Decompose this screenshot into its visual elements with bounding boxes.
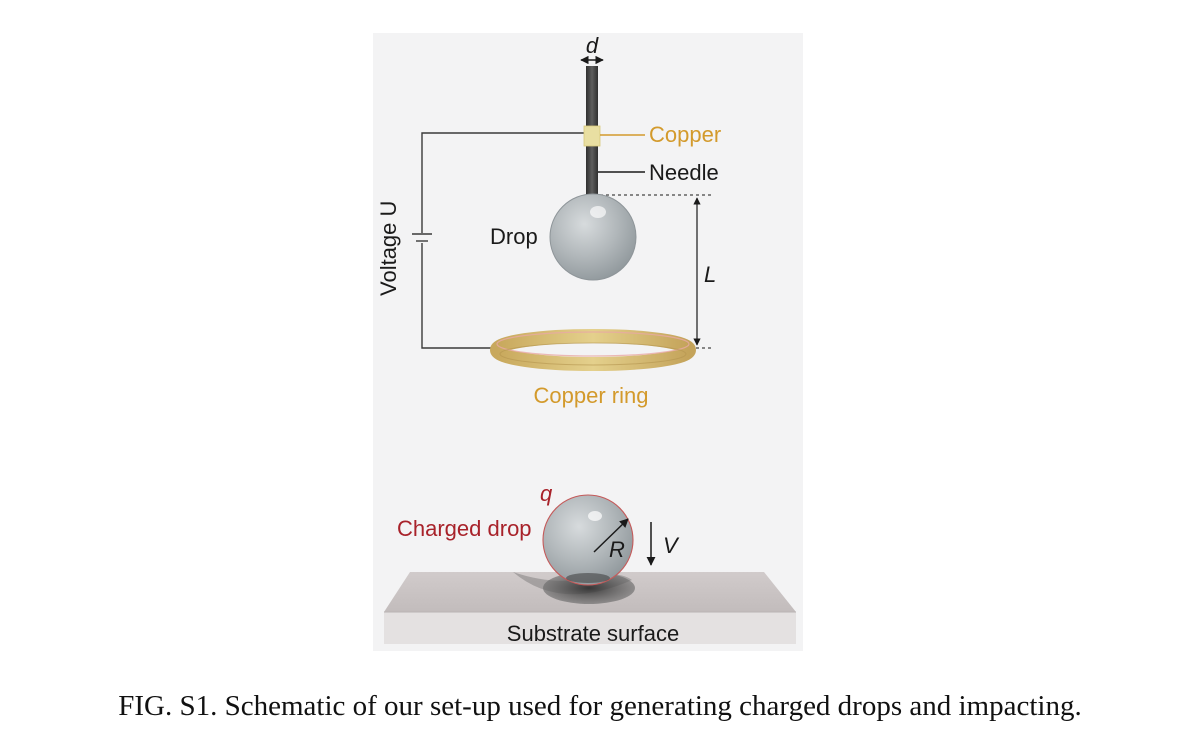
needle-label: Needle — [649, 160, 719, 185]
radius-arrow — [593, 518, 629, 553]
drop-base-reflection — [566, 573, 610, 583]
velocity-label: V — [663, 533, 680, 558]
voltage-label: Voltage U — [376, 201, 401, 296]
radius-label: R — [609, 537, 625, 562]
copper-ring-label: Copper ring — [534, 383, 649, 408]
diameter-label: d — [586, 33, 599, 58]
needle — [583, 66, 601, 195]
substrate-label: Substrate surface — [507, 621, 679, 646]
charged-drop-label: Charged drop — [397, 516, 532, 541]
charge-label: q — [540, 481, 553, 506]
setup-schematic: d Copper Needle L Drop Voltage U Copper … — [376, 33, 796, 646]
charged-drop — [542, 494, 634, 586]
length-label: L — [704, 262, 716, 287]
pendant-drop — [549, 193, 637, 281]
copper-label: Copper — [649, 122, 721, 147]
copper-band — [583, 125, 601, 147]
charged-drop-highlight — [588, 511, 602, 521]
battery-symbol — [412, 233, 432, 243]
copper-ring — [490, 329, 696, 371]
figure-caption: FIG. S1. Schematic of our set-up used fo… — [118, 690, 1082, 722]
drop-contact-shadow — [543, 572, 635, 604]
drop-label: Drop — [490, 224, 538, 249]
drop-highlight — [590, 206, 606, 218]
